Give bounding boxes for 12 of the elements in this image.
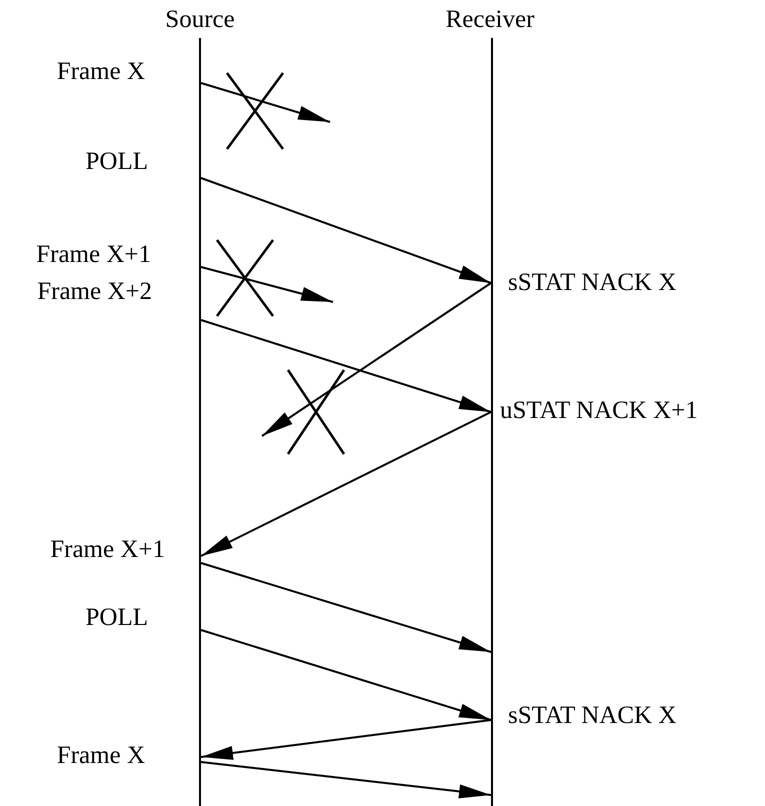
- message-arrow: [200, 266, 334, 303]
- lifeline: [491, 38, 493, 806]
- message-arrow: [200, 629, 492, 721]
- message-arrow: [200, 411, 492, 557]
- message-arrow: [200, 177, 492, 284]
- message-arrow: [200, 319, 492, 413]
- message-arrow: [200, 562, 492, 653]
- message-arrow: [200, 82, 330, 123]
- lifeline: [199, 38, 201, 806]
- message-arrow: [261, 282, 492, 437]
- message-arrow: [200, 719, 492, 760]
- message-arrow: [200, 761, 492, 798]
